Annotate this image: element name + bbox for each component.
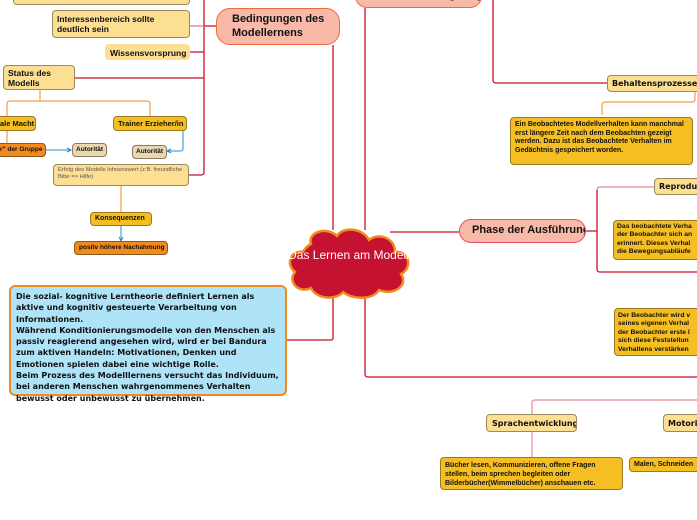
node-phase-ausfuehrung[interactable]: Phase der Ausführung: [459, 219, 586, 243]
node-wissensvorsprung[interactable]: Wissensvorsprung: [105, 44, 190, 60]
line-bereiche: [531, 399, 697, 457]
node-interessenbereich[interactable]: Interessenbereich sollte deutlich sein: [52, 10, 190, 38]
node-reproduktion-text[interactable]: Das beobachtete Verha der Beobachter sic…: [613, 220, 697, 260]
node-sprachentwicklung[interactable]: Sprachentwicklung: [486, 414, 577, 432]
node-behaltensprozesse[interactable]: Behaltensprozesse/: [607, 75, 697, 92]
node-sprache-text[interactable]: Bücher lesen, Kommunizieren, offene Frag…: [440, 457, 623, 490]
node-top-cut[interactable]: [13, 0, 190, 5]
node-verstaerkung-text[interactable]: Der Beobachter wird v seines eigenen Ver…: [614, 308, 697, 356]
node-konsequenzen[interactable]: Konsequenzen: [90, 212, 152, 226]
node-motorik[interactable]: Motori: [663, 414, 697, 432]
node-phase-aneignung[interactable]: Phase der Aneignung: [355, 0, 482, 8]
node-erfolg[interactable]: Erfolg des Modells lohnenswert (z.B. fre…: [53, 164, 189, 186]
line-center-intro: [287, 290, 334, 341]
line-ausfuehrung-branches: [586, 190, 697, 273]
node-reproduktion[interactable]: Reprodu: [654, 178, 697, 195]
center-node-label: Das Lernen am Modell: [288, 248, 409, 262]
node-behalten-text[interactable]: Ein Beobachtetes Modellverhalten kann ma…: [510, 117, 693, 165]
node-macht[interactable]: ale Macht: [0, 116, 36, 131]
line-status-branches: [6, 90, 696, 212]
cloud-shape[interactable]: [283, 222, 415, 300]
node-bedingungen[interactable]: Bedingungen des Modellernens: [216, 8, 340, 45]
line-center-bottom: [364, 290, 697, 378]
node-motorik-text[interactable]: Malen, Schneiden: [629, 457, 697, 472]
node-autoritaet-2[interactable]: Autorität: [132, 145, 167, 159]
line-bedingungen-branches: [75, 0, 216, 176]
intro-text-box[interactable]: Die sozial- kognitive Lerntheorie defini…: [9, 285, 287, 403]
node-nachahmung[interactable]: positv höhere Nachahmung: [74, 241, 168, 255]
node-gruppe[interactable]: r" der Gruppe: [0, 143, 46, 157]
node-trainer[interactable]: Trainer Erzieher/in: [113, 116, 187, 131]
node-autoritaet-1[interactable]: Autorität: [72, 143, 107, 157]
line-aneignung-behalten: [492, 0, 607, 84]
node-status-des-modells[interactable]: Status des Modells: [3, 65, 75, 90]
